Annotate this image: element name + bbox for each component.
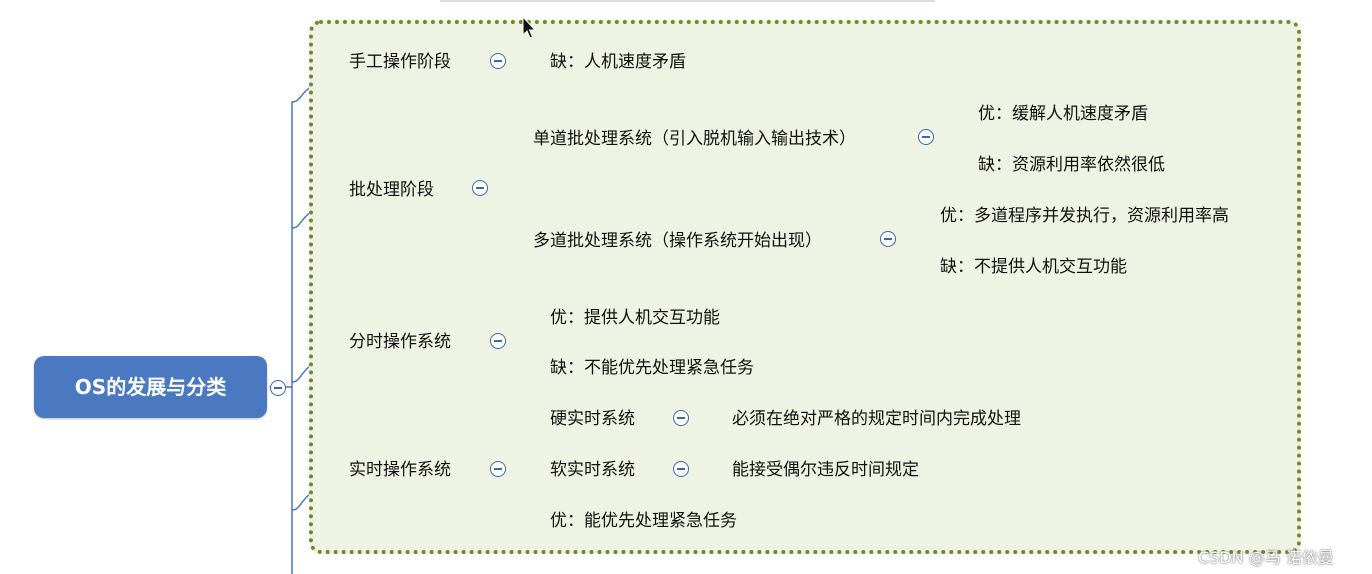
node-manual-stage[interactable]: 手工操作阶段: [349, 52, 451, 72]
node-soft-rt[interactable]: 软实时系统: [550, 460, 635, 480]
node-single-con[interactable]: 缺：资源利用率依然很低: [978, 155, 1165, 175]
collapse-multi-batch-icon[interactable]: [880, 231, 896, 247]
top-toolbar-edge: [440, 0, 935, 2]
node-hard-desc[interactable]: 必须在绝对严格的规定时间内完成处理: [732, 409, 1021, 429]
collapse-realtime-icon[interactable]: [490, 461, 506, 477]
node-multi-pro[interactable]: 优：多道程序并发执行，资源利用率高: [940, 206, 1229, 226]
collapse-time-sharing-icon[interactable]: [490, 333, 506, 349]
collapse-batch-icon[interactable]: [472, 180, 488, 196]
node-multi-con[interactable]: 缺：不提供人机交互功能: [940, 257, 1127, 277]
node-rt-pro[interactable]: 优：能优先处理紧急任务: [550, 511, 737, 531]
node-manual-con[interactable]: 缺：人机速度矛盾: [550, 52, 686, 72]
collapse-manual-icon[interactable]: [490, 53, 506, 69]
node-single-pro[interactable]: 优：缓解人机速度矛盾: [978, 104, 1148, 124]
node-realtime[interactable]: 实时操作系统: [349, 460, 451, 480]
node-soft-desc[interactable]: 能接受偶尔违反时间规定: [732, 460, 919, 480]
collapse-hard-rt-icon[interactable]: [673, 410, 689, 426]
node-time-sharing[interactable]: 分时操作系统: [349, 332, 451, 352]
collapse-root-icon[interactable]: [270, 380, 286, 396]
csdn-watermark: CSDN @马 诺依曼: [1198, 548, 1334, 567]
node-ts-con[interactable]: 缺：不能优先处理紧急任务: [550, 358, 754, 378]
selection-frame: [309, 20, 1301, 554]
node-multi-batch[interactable]: 多道批处理系统（操作系统开始出现）: [533, 231, 822, 251]
mouse-cursor-icon: [522, 16, 536, 39]
root-node[interactable]: OS的发展与分类: [34, 356, 267, 418]
collapse-single-batch-icon[interactable]: [918, 129, 934, 145]
node-batch-stage[interactable]: 批处理阶段: [349, 180, 434, 200]
node-ts-pro[interactable]: 优：提供人机交互功能: [550, 308, 720, 328]
node-single-batch[interactable]: 单道批处理系统（引入脱机输入输出技术）: [533, 129, 856, 149]
node-hard-rt[interactable]: 硬实时系统: [550, 409, 635, 429]
collapse-soft-rt-icon[interactable]: [673, 461, 689, 477]
